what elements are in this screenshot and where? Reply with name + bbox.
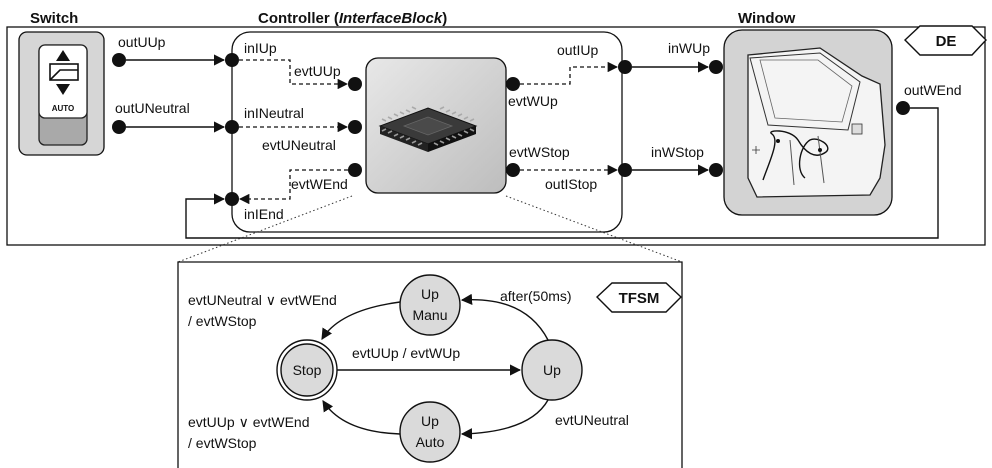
label-evtWEnd: evtWEnd bbox=[291, 176, 348, 192]
wire-outWEnd-inIEnd bbox=[185, 107, 939, 239]
label-auto-to-stop-action: / evtWStop bbox=[188, 435, 257, 451]
state-stop-label: Stop bbox=[293, 362, 322, 378]
port-inIUp bbox=[225, 53, 239, 67]
label-evtWStop: evtWStop bbox=[509, 144, 570, 160]
transition-auto-to-stop bbox=[322, 400, 401, 435]
state-up-auto: Up Auto bbox=[399, 401, 461, 463]
label-inINeutral: inINeutral bbox=[244, 105, 304, 121]
label-outIStop: outIStop bbox=[545, 176, 597, 192]
window-switch-icon bbox=[49, 50, 79, 95]
switch-auto-label: AUTO bbox=[52, 104, 75, 113]
label-manu-to-stop-guard: evtUNeutral ∨ evtWEnd bbox=[188, 292, 337, 308]
port-outUNeutral bbox=[112, 120, 126, 134]
label-manu-to-stop-action: / evtWStop bbox=[188, 313, 257, 329]
port-inIEnd bbox=[225, 192, 239, 206]
port-inWStop bbox=[709, 163, 723, 177]
state-up-auto-line2: Auto bbox=[416, 434, 445, 450]
dwire-evtWEnd-inIEnd bbox=[238, 169, 348, 205]
port-outUUp bbox=[112, 53, 126, 67]
zoom-line-right bbox=[505, 195, 683, 263]
label-evtUUp: evtUUp bbox=[294, 63, 341, 79]
car-door-icon bbox=[747, 47, 886, 198]
state-up-label: Up bbox=[543, 362, 561, 378]
label-up-to-manu: after(50ms) bbox=[500, 288, 572, 304]
label-outIUp: outIUp bbox=[557, 42, 598, 58]
label-up-to-auto: evtUNeutral bbox=[555, 412, 629, 428]
label-evtUNeutral: evtUNeutral bbox=[262, 137, 336, 153]
zoom-line-left bbox=[177, 195, 353, 263]
tfsm-badge-shape bbox=[595, 282, 683, 313]
transition-up-to-auto bbox=[460, 399, 549, 440]
port-outWEnd bbox=[896, 101, 910, 115]
port-inWUp bbox=[709, 60, 723, 74]
port-outIUp bbox=[618, 60, 632, 74]
switch-title: Switch bbox=[30, 10, 78, 27]
microchip-icon bbox=[378, 106, 478, 152]
state-stop: Stop bbox=[276, 339, 338, 401]
label-evtWUp: evtWUp bbox=[508, 93, 558, 109]
label-inIUp: inIUp bbox=[244, 40, 277, 56]
state-up-manu-line2: Manu bbox=[412, 307, 447, 323]
port-evtUUp bbox=[348, 77, 362, 91]
label-outUNeutral: outUNeutral bbox=[115, 100, 190, 116]
controller-title: Controller (InterfaceBlock) bbox=[258, 10, 447, 27]
port-evtUNeutral bbox=[348, 120, 362, 134]
port-inINeutral bbox=[225, 120, 239, 134]
label-inWStop: inWStop bbox=[651, 144, 704, 160]
label-outUUp: outUUp bbox=[118, 34, 166, 50]
port-evtWStop bbox=[506, 163, 520, 177]
state-up: Up bbox=[521, 339, 583, 401]
label-inWUp: inWUp bbox=[668, 40, 710, 56]
dwire-inIUp-evtUUp bbox=[239, 59, 349, 90]
de-badge-shape bbox=[903, 25, 987, 56]
de-badge-label: DE bbox=[936, 33, 957, 50]
port-evtWUp bbox=[506, 77, 520, 91]
label-stop-to-up: evtUUp / evtWUp bbox=[352, 345, 460, 361]
port-outIStop bbox=[618, 163, 632, 177]
transition-up-to-manu bbox=[460, 293, 549, 341]
port-evtWEnd bbox=[348, 163, 362, 177]
dwire-evtWUp-outIUp bbox=[520, 61, 619, 85]
state-up-manu-line1: Up bbox=[421, 286, 439, 302]
label-inIEnd: inIEnd bbox=[244, 206, 284, 222]
window-title: Window bbox=[738, 10, 796, 27]
state-up-manu: Up Manu bbox=[399, 274, 461, 336]
transition-manu-to-stop bbox=[321, 301, 401, 340]
tfsm-badge-label: TFSM bbox=[619, 290, 660, 307]
label-auto-to-stop-guard: evtUUp ∨ evtWEnd bbox=[188, 414, 310, 430]
tfsm-panel bbox=[177, 261, 683, 468]
state-up-auto-line1: Up bbox=[421, 413, 439, 429]
label-outWEnd: outWEnd bbox=[904, 82, 962, 98]
